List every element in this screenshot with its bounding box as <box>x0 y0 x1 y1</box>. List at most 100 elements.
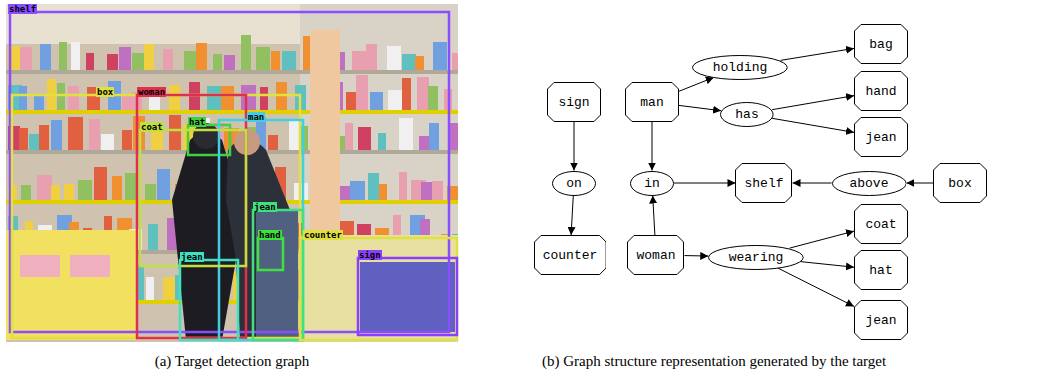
product <box>370 92 383 110</box>
relation-arrow <box>778 268 854 306</box>
product <box>417 77 429 110</box>
object-box: box <box>933 163 987 203</box>
detection-box <box>140 130 246 266</box>
detection-box <box>219 120 303 340</box>
photo-ground <box>6 4 458 342</box>
product <box>421 182 433 200</box>
relation-arrow <box>574 122 575 171</box>
octagon-outline <box>626 83 679 122</box>
product <box>39 125 49 150</box>
octagon-outline <box>736 164 792 203</box>
detection-label: hand <box>258 230 282 240</box>
node-text: holding <box>713 61 768 74</box>
detection-label: coat <box>140 122 164 132</box>
octagon-outline <box>855 25 908 64</box>
detection-label: sign <box>358 250 382 260</box>
product <box>241 85 256 110</box>
octagon-outline <box>855 251 908 290</box>
octagon-outline <box>934 164 987 203</box>
detection-box <box>137 95 246 338</box>
octagon-outline <box>855 72 908 111</box>
relation-arrow <box>793 183 832 184</box>
relation-arrow <box>685 255 709 256</box>
product <box>452 53 458 70</box>
product <box>51 120 62 150</box>
product <box>429 123 439 150</box>
product <box>94 167 107 200</box>
detection-box <box>300 238 457 340</box>
relation-arrow <box>772 96 854 110</box>
relation-ellipse: wearing <box>708 245 804 270</box>
ellipse-outline <box>721 102 774 126</box>
product <box>68 117 83 150</box>
shelf-plank <box>6 110 458 114</box>
product <box>402 54 416 70</box>
node-text: hat <box>869 264 892 277</box>
product <box>34 95 44 110</box>
detection-box <box>12 95 300 338</box>
product <box>213 54 222 70</box>
product <box>169 85 180 110</box>
product <box>89 119 100 150</box>
product <box>64 184 74 200</box>
relation-ellipse: above <box>832 171 907 196</box>
product <box>68 86 79 110</box>
product <box>19 86 27 110</box>
node-text: shelf <box>744 177 783 190</box>
product <box>224 55 235 70</box>
baby-box <box>20 255 60 277</box>
object-box: jean <box>854 117 908 157</box>
object-box: jean <box>854 300 908 340</box>
baby-box <box>70 255 110 277</box>
detection-label: shelf <box>8 4 37 14</box>
product <box>19 128 28 150</box>
node-text: counter <box>543 249 598 262</box>
product <box>419 136 429 150</box>
product <box>78 180 92 200</box>
ellipse-outline <box>709 245 804 269</box>
product <box>151 130 163 150</box>
relation-arrow <box>781 48 854 60</box>
detection-box <box>253 210 303 340</box>
relation-arrow <box>906 183 933 184</box>
product <box>256 47 270 70</box>
node-text: woman <box>636 249 675 262</box>
caption: (a) Target detection graph <box>155 353 310 370</box>
product <box>163 49 173 70</box>
detection-label: counter <box>303 230 343 240</box>
octagon-outline <box>534 236 606 275</box>
back-wall <box>300 4 458 342</box>
product <box>378 133 386 150</box>
detection-label: jean <box>253 202 277 212</box>
object-box: counter <box>534 235 607 275</box>
object-box: bag <box>854 24 908 64</box>
octagon-outline <box>628 236 684 275</box>
product <box>282 51 296 70</box>
relation-arrow <box>679 77 714 91</box>
product <box>366 44 377 70</box>
node-text: in <box>644 177 660 190</box>
product <box>415 56 424 70</box>
relation-arrow <box>790 231 854 248</box>
product <box>145 184 156 200</box>
product <box>379 184 387 200</box>
product <box>169 115 181 150</box>
product <box>241 35 251 70</box>
detection-label: box <box>96 87 114 97</box>
man-jeans <box>256 210 298 340</box>
candy-stand <box>310 30 340 230</box>
relation-ellipse: on <box>552 171 596 196</box>
counter-front <box>300 235 458 340</box>
product <box>125 173 136 200</box>
product <box>399 118 413 150</box>
product <box>388 90 403 110</box>
object-box: hand <box>854 71 908 111</box>
node-text: wearing <box>729 251 784 264</box>
detection-label: hat <box>188 117 206 127</box>
product <box>146 277 154 300</box>
product <box>345 123 353 150</box>
product <box>207 86 222 110</box>
node-text: hand <box>865 85 896 98</box>
node-text: jean <box>865 131 896 144</box>
object-box: sign <box>547 82 601 122</box>
